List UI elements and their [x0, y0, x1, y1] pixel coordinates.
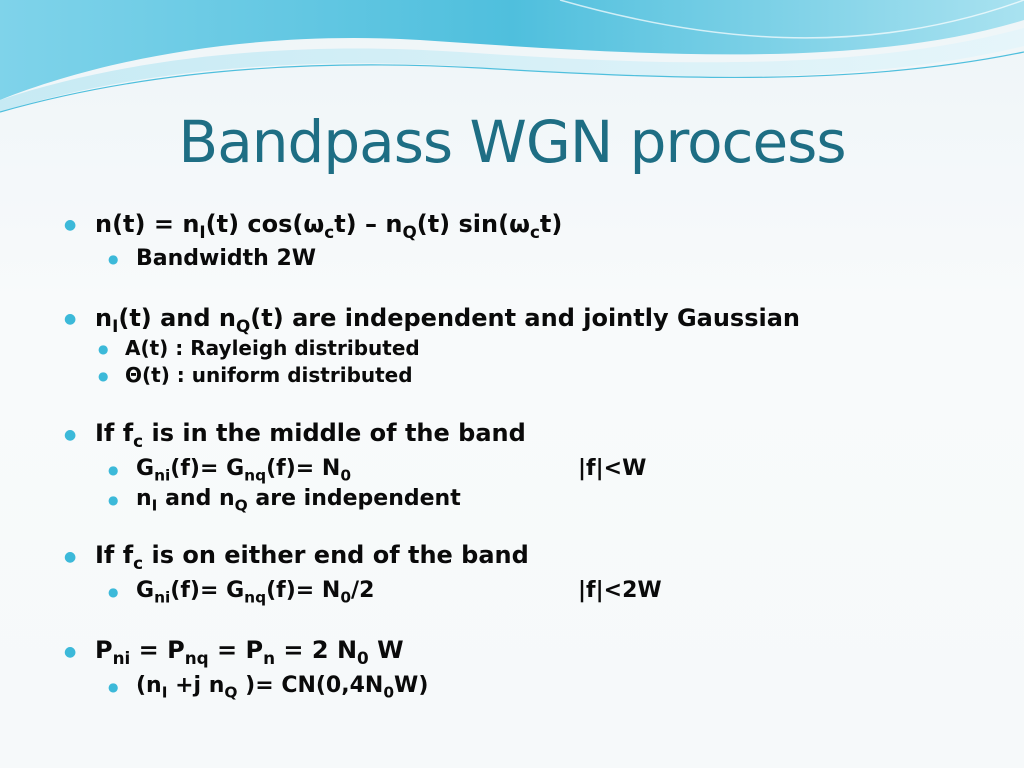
bullet-dot-icon: ● — [64, 644, 77, 660]
bullet-dot-icon: ● — [64, 549, 77, 565]
header-wave-decoration — [0, 0, 1024, 113]
bullet-independent-gaussian: nI(t) and nQ(t) are independent and join… — [95, 304, 801, 336]
bullet-end-band: If fc is on either end of the band — [95, 541, 529, 573]
sub-bullet-rayleigh: A(t) : Rayleigh distributed — [125, 336, 420, 360]
psd-range: |f|<W — [578, 456, 647, 481]
slide-title: Bandpass WGN process — [178, 108, 846, 176]
sub-bullet-complex-normal: (nI +j nQ )= CN(0,4N0W) — [136, 673, 429, 702]
bullet-dot-icon: ● — [64, 311, 77, 327]
bullet-dot-icon: ● — [64, 217, 77, 233]
sub-bullet-dot-icon: ● — [98, 369, 109, 383]
bullet-dot-icon: ● — [64, 427, 77, 443]
sub-bullet-psd-end: Gni(f)= Gnq(f)= N0/2 |f|<2W — [136, 578, 662, 607]
bullet-power: Pni = Pnq = Pn = 2 N0 W — [95, 636, 404, 668]
sub-bullet-dot-icon: ● — [108, 493, 119, 507]
psd-range: |f|<2W — [578, 578, 662, 603]
bullet-noise-expression: n(t) = nI(t) cos(ωct) – nQ(t) sin(ωct) — [95, 210, 563, 242]
sub-bullet-independent: nI and nQ are independent — [136, 486, 461, 515]
sub-bullet-dot-icon: ● — [98, 342, 109, 356]
sub-bullet-uniform: Θ(t) : uniform distributed — [125, 363, 413, 387]
bullet-middle-band: If fc is in the middle of the band — [95, 419, 526, 451]
sub-bullet-dot-icon: ● — [108, 252, 119, 266]
sub-bullet-dot-icon: ● — [108, 463, 119, 477]
sub-bullet-dot-icon: ● — [108, 680, 119, 694]
sub-bullet-psd-middle: Gni(f)= Gnq(f)= N0 |f|<W — [136, 456, 647, 485]
sub-bullet-dot-icon: ● — [108, 585, 119, 599]
sub-bullet-bandwidth: Bandwidth 2W — [136, 246, 317, 271]
